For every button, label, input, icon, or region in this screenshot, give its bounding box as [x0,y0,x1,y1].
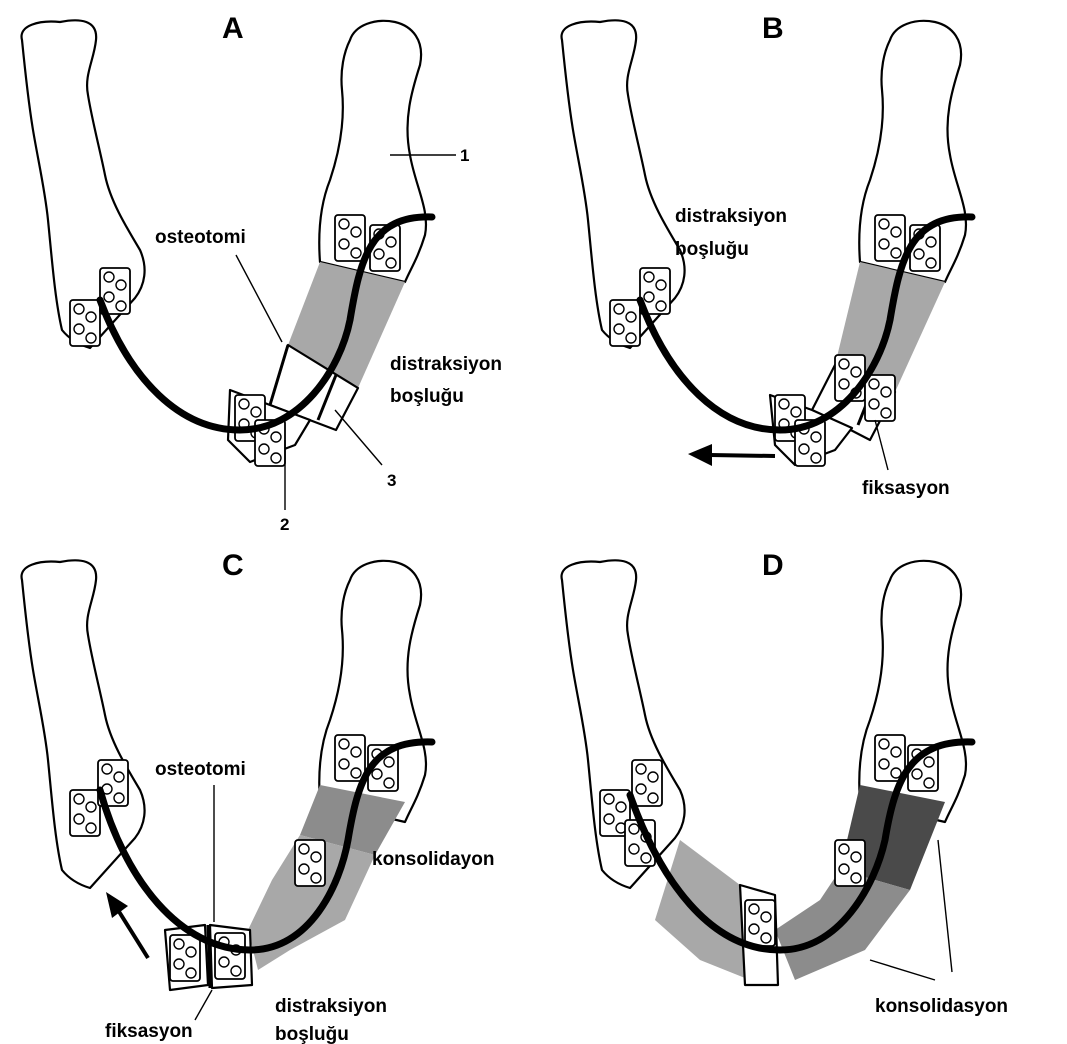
osteotomy-line [208,925,210,988]
leader-line [938,840,952,972]
panel-a: A osteotomi distraksiyon boşluğu 1 2 3 [22,12,502,534]
label-bosluğu: boşluğu [675,239,749,260]
fixation-plate [865,375,895,421]
panel-letter-c: C [222,549,244,582]
fixation-plate [335,735,365,781]
label-osteotomi: osteotomi [155,759,246,780]
label-konsolidayon: konsolidayon [372,849,494,870]
panel-d: D konsolidasyon [562,549,1009,1017]
number-3: 3 [387,471,396,490]
fixation-plate [70,300,100,346]
panel-b: B distraksiyon boşluğu fiksasyon [562,12,972,499]
label-fiksasyon: fiksasyon [862,478,950,499]
leader-line [870,960,935,980]
label-distraksiyon: distraksiyon [675,206,787,227]
consolidation-segment [655,840,750,980]
fixation-plate [745,900,775,946]
number-1: 1 [460,146,469,165]
panel-letter-a: A [222,12,244,45]
label-bosluğu: boşluğu [390,386,464,407]
fixation-plate [632,760,662,806]
number-2: 2 [280,515,289,534]
panel-letter-b: B [762,12,784,45]
leader-line [875,420,888,470]
left-ramus [562,560,685,888]
label-osteotomi: osteotomi [155,227,246,248]
arrow-left-icon [688,444,775,466]
leader-line [335,410,382,465]
fixation-plate [170,935,200,981]
panel-c: C osteotomi konsolidayon fiksasyon distr… [22,549,495,1044]
label-fiksasyon: fiksasyon [105,1021,193,1042]
label-bosluğu: boşluğu [275,1024,349,1044]
label-konsolidasyon: konsolidasyon [875,996,1008,1017]
fixation-plate [835,840,865,886]
fixation-plate [295,840,325,886]
label-distraksiyon: distraksiyon [275,996,387,1017]
left-ramus [22,560,145,888]
arrow-up-left-icon [106,892,148,958]
fixation-plate [215,933,245,979]
fixation-plate [875,215,905,261]
fixation-plate [610,300,640,346]
label-distraksiyon: distraksiyon [390,354,502,375]
fixation-plate [875,735,905,781]
leader-line [236,255,282,342]
leader-line [195,990,212,1020]
fixation-plate [70,790,100,836]
fixation-plate [335,215,365,261]
panel-letter-d: D [762,549,784,582]
